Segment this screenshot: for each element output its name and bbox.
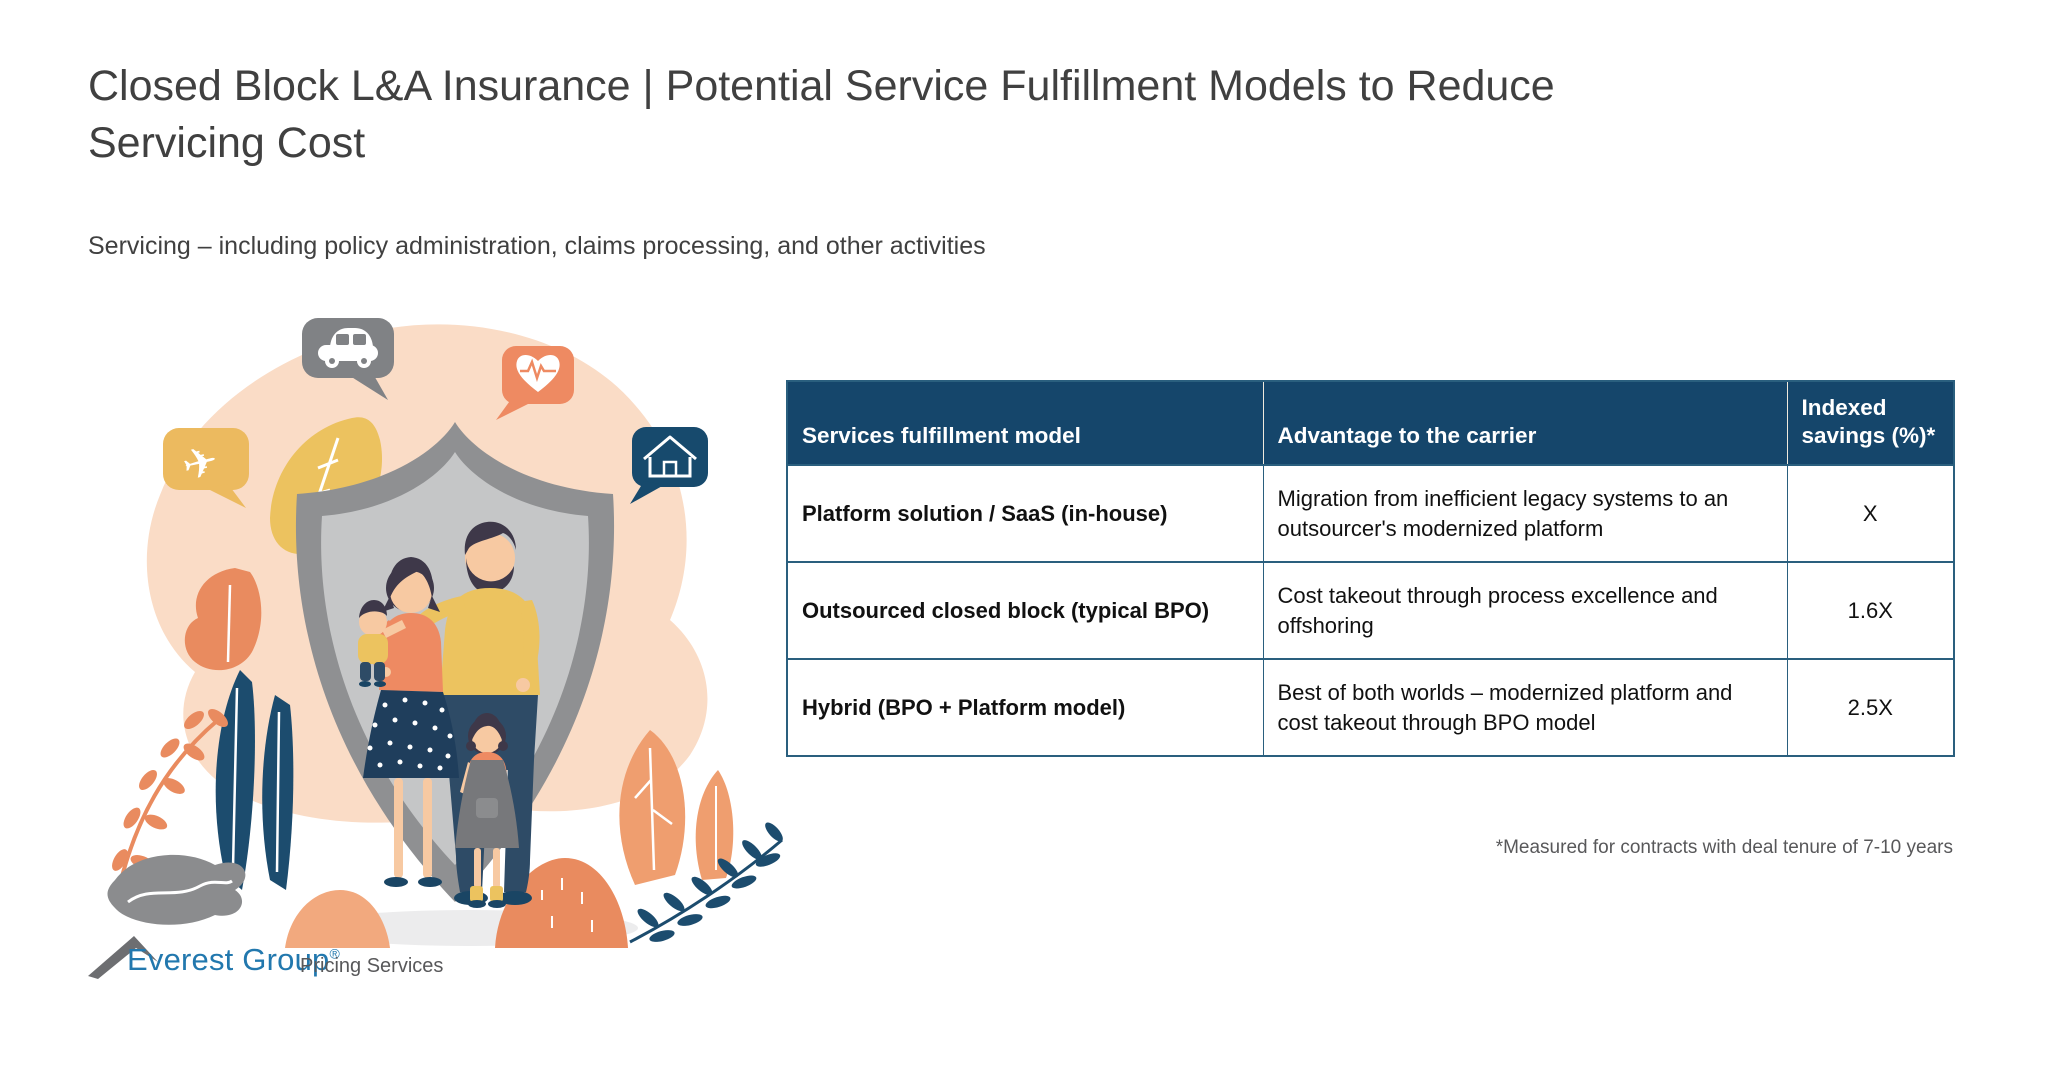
table-row: Outsourced closed block (typical BPO) Co… (786, 561, 1955, 660)
model-cell: Platform solution / SaaS (in-house) (786, 464, 1264, 563)
advantage-cell: Migration from inefficient legacy system… (1262, 464, 1788, 563)
table-row: Hybrid (BPO + Platform model) Best of bo… (786, 658, 1955, 757)
page-title-line1: Closed Block L&A Insurance | Potential S… (88, 62, 1555, 110)
health-heart-icon (496, 346, 574, 420)
girl-figure (455, 713, 519, 908)
navy-leaves (215, 670, 294, 890)
peach-bush (285, 890, 390, 948)
model-cell: Outsourced closed block (typical BPO) (786, 561, 1264, 660)
model-cell: Hybrid (BPO + Platform model) (786, 658, 1264, 757)
advantage-cell: Cost takeout through process excellence … (1262, 561, 1788, 660)
plane-icon: ✈ (163, 428, 249, 508)
baby-figure (358, 600, 406, 687)
page-title: Closed Block L&A Insurance | Potential S… (88, 58, 1848, 172)
registered-mark: ® (329, 945, 340, 962)
footnote: *Measured for contracts with deal tenure… (1495, 837, 1953, 858)
page-title-line2: Servicing Cost (88, 119, 366, 167)
car-icon (302, 318, 394, 400)
logo-brand: Everest Group® (127, 942, 340, 978)
family-protection-illustration: ✈ (107, 318, 783, 948)
navy-fern (629, 822, 783, 944)
page-subtitle: Servicing – including policy administrat… (88, 232, 986, 260)
mother-figure (363, 557, 459, 887)
mountain-peak-icon (88, 936, 158, 979)
everest-group-logo: Everest Group® Pricing Services (86, 928, 546, 1006)
orange-fern (619, 730, 734, 885)
advantage-cell: Best of both worlds – modernized platfor… (1262, 658, 1788, 757)
table-header-row: Services fulfillment model Advantage to … (787, 381, 1954, 466)
savings-cell: 1.6X (1786, 561, 1955, 660)
orange-leaf (184, 568, 262, 671)
fulfillment-models-table: Services fulfillment model Advantage to … (786, 380, 1955, 758)
savings-cell: 2.5X (1786, 658, 1955, 757)
header-indexed-savings: Indexed savings (%)* (1786, 381, 1954, 466)
table-row: Platform solution / SaaS (in-house) Migr… (786, 464, 1955, 563)
logo-suffix: Pricing Services (300, 955, 444, 977)
logo-brand-text: Everest Group (127, 942, 330, 977)
home-icon (630, 427, 708, 504)
gray-squiggle (107, 854, 246, 925)
header-advantage-to-carrier: Advantage to the carrier (1262, 381, 1787, 466)
header-services-fulfillment-model: Services fulfillment model (787, 381, 1263, 466)
savings-cell: X (1786, 464, 1955, 563)
